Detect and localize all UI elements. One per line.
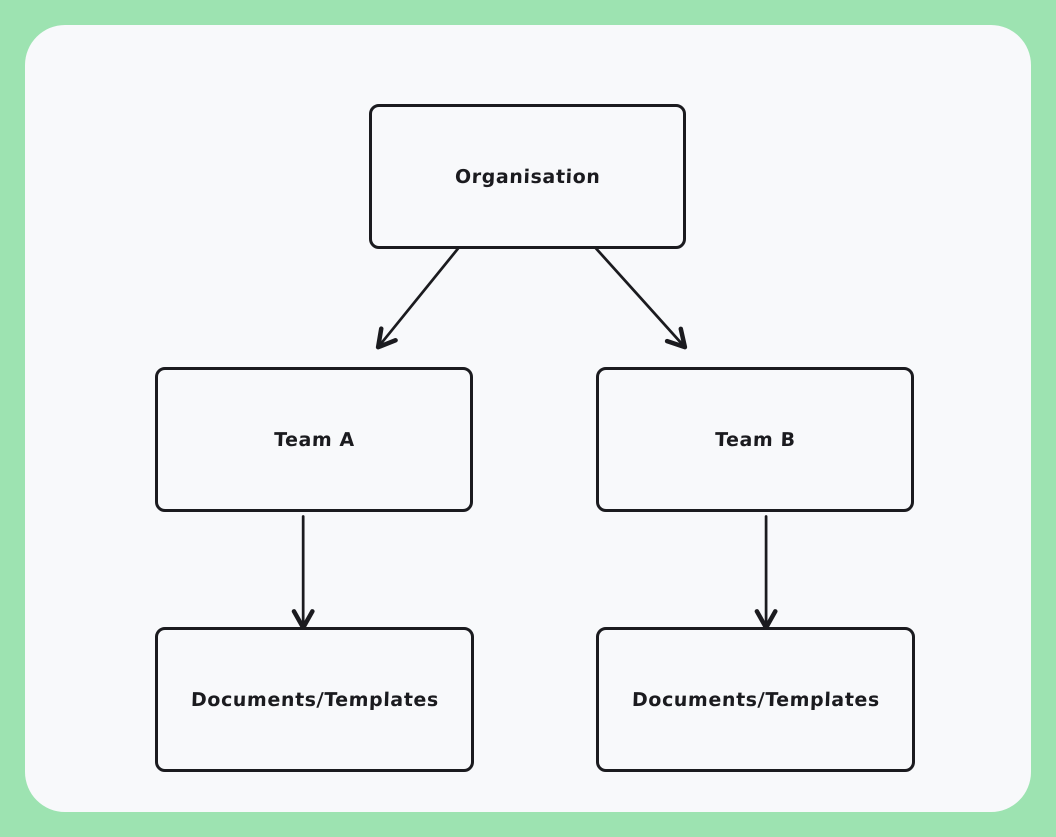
node-documents-b[interactable]: Documents/Templates — [596, 627, 915, 772]
node-organisation[interactable]: Organisation — [369, 104, 686, 249]
node-team-b-label: Team B — [714, 428, 796, 451]
node-documents-a-label: Documents/Templates — [190, 688, 439, 711]
node-team-b[interactable]: Team B — [596, 367, 914, 512]
node-documents-a[interactable]: Documents/Templates — [155, 627, 474, 772]
diagram-canvas[interactable]: Organisation Team A Team B Documents/Tem… — [25, 25, 1031, 812]
node-team-a[interactable]: Team A — [155, 367, 473, 512]
node-organisation-label: Organisation — [454, 165, 601, 188]
arrow-organisation-to-team-a[interactable] — [375, 240, 466, 350]
node-documents-b-label: Documents/Templates — [631, 688, 880, 711]
node-team-a-label: Team A — [273, 428, 355, 451]
edges-layer — [291, 240, 778, 630]
arrow-organisation-to-team-b[interactable] — [588, 240, 688, 350]
